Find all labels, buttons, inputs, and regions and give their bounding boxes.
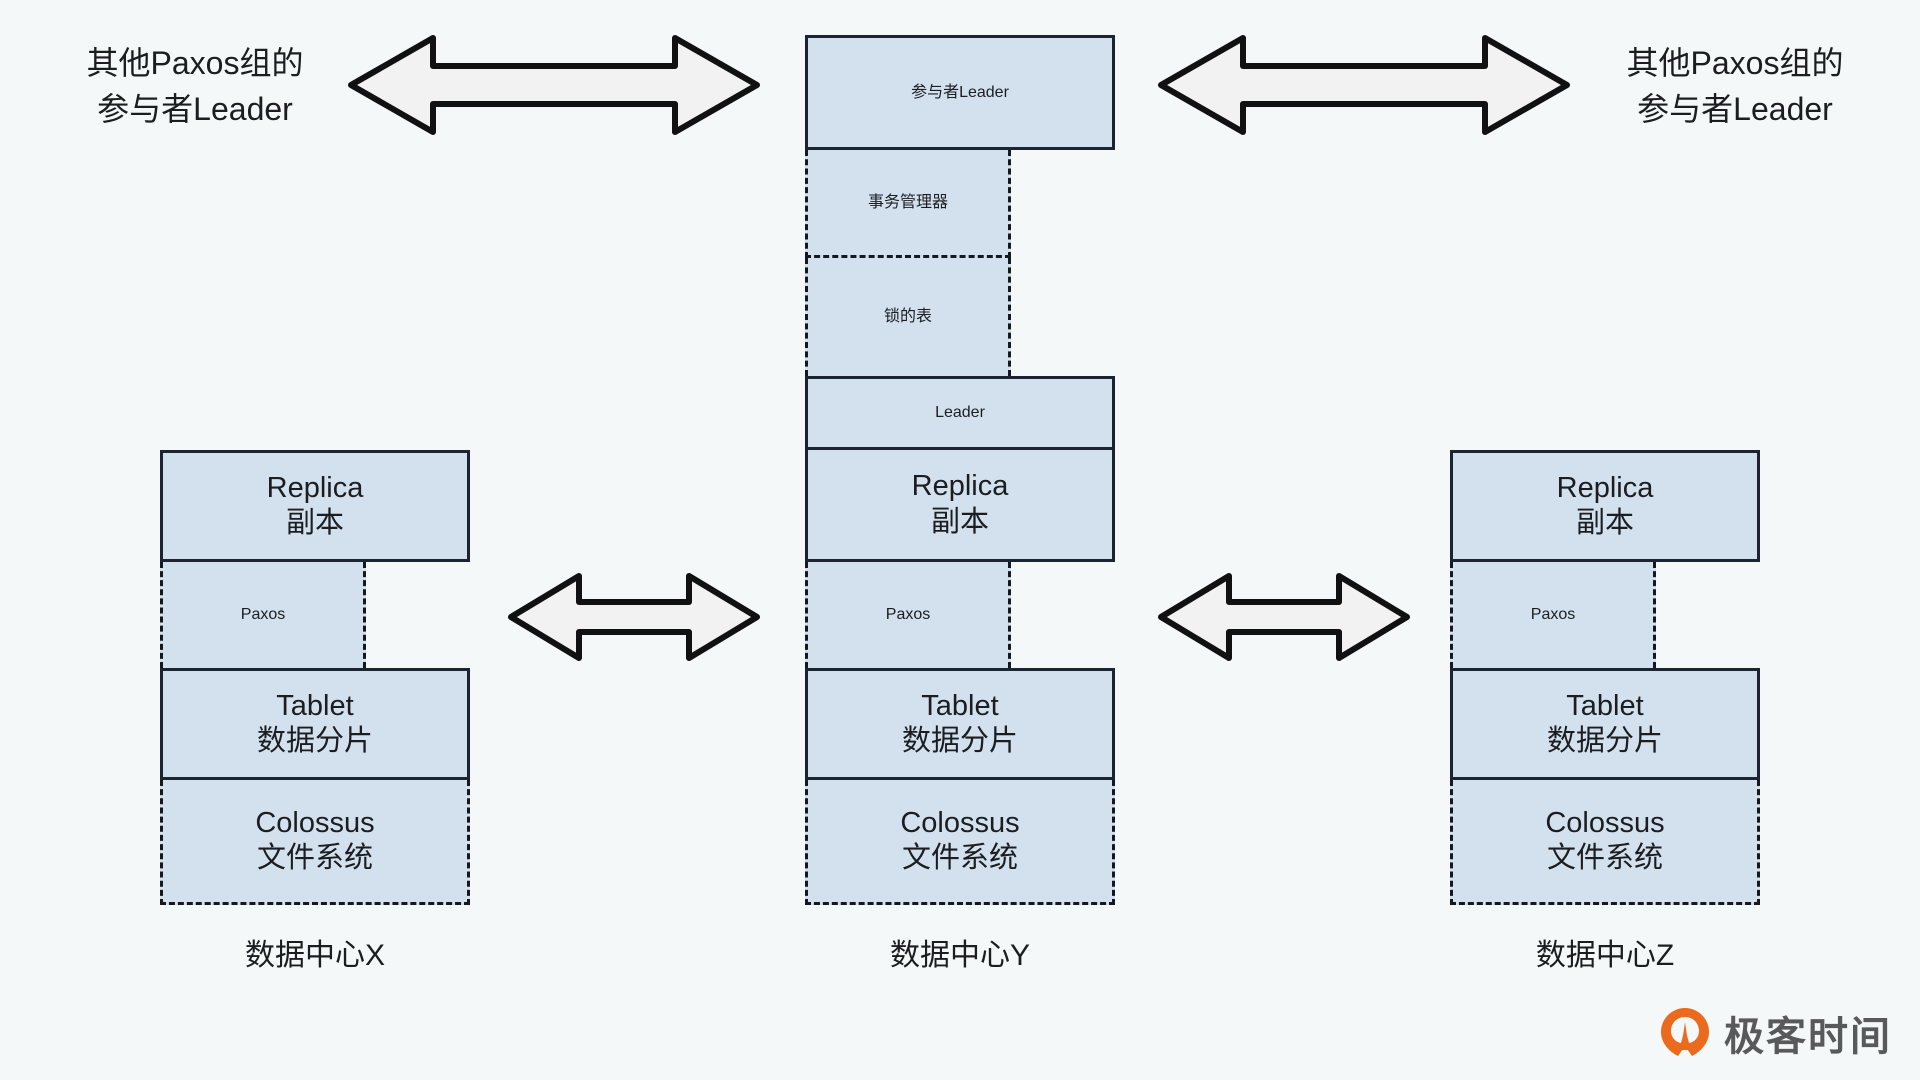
caption-datacenter-x: 数据中心X: [244, 939, 385, 972]
arrow-mid-left: [505, 568, 763, 666]
box-y-leader-label: Leader: [935, 404, 985, 422]
box-y-transaction-manager[interactable]: 事务管理器: [805, 150, 1011, 258]
arrow-top-left: [345, 30, 763, 140]
box-x-colossus-line2: 文件系统: [256, 842, 373, 874]
side-label-right-line2: 参与者Leader: [1637, 91, 1833, 128]
box-z-paxos[interactable]: Paxos: [1450, 562, 1656, 668]
box-y-transaction-manager-label: 事务管理器: [867, 193, 948, 211]
geektime-mark-icon: [1658, 1006, 1712, 1060]
side-label-left-line1: 其他Paxos组的: [86, 45, 304, 81]
box-y-colossus[interactable]: Colossus 文件系统: [805, 780, 1115, 905]
caption-datacenter-y: 数据中心Y: [889, 939, 1030, 972]
geektime-logo: 极客时间: [1658, 1004, 1892, 1062]
geektime-wordmark: 极客时间: [1724, 1014, 1892, 1060]
box-y-replica-line1: Replica: [911, 470, 1009, 503]
side-label-right: 其他Paxos组的 参与者Leader: [1570, 40, 1900, 133]
box-y-leader[interactable]: Leader: [805, 376, 1115, 450]
box-y-replica-line2: 副本: [930, 505, 989, 538]
caption-datacenter-z: 数据中心Z: [1535, 939, 1675, 972]
box-y-lock-table[interactable]: 锁的表: [805, 258, 1011, 376]
box-y-paxos-label: Paxos: [885, 606, 931, 624]
box-y-tablet-line1: Tablet: [921, 689, 999, 722]
box-y-colossus-line2: 文件系统: [901, 842, 1018, 874]
box-z-colossus-line2: 文件系统: [1546, 842, 1663, 874]
box-z-colossus[interactable]: Colossus 文件系统: [1450, 780, 1760, 905]
box-z-tablet-line1: Tablet: [1566, 689, 1644, 722]
box-x-replica-line2: 副本: [285, 507, 344, 539]
box-z-replica-line1: Replica: [1556, 471, 1654, 504]
box-y-tablet[interactable]: Tablet 数据分片: [805, 668, 1115, 780]
box-y-replica[interactable]: Replica 副本: [805, 450, 1115, 562]
box-y-participant-leader-label: 参与者Leader: [911, 83, 1009, 101]
box-z-replica-line2: 副本: [1575, 507, 1634, 539]
box-z-colossus-line1: Colossus: [1545, 806, 1665, 839]
box-x-colossus[interactable]: Colossus 文件系统: [160, 780, 470, 905]
box-y-colossus-line1: Colossus: [900, 806, 1020, 839]
box-x-replica-line1: Replica: [266, 471, 364, 504]
box-x-tablet[interactable]: Tablet 数据分片: [160, 668, 470, 780]
box-y-participant-leader[interactable]: 参与者Leader: [805, 35, 1115, 150]
box-z-paxos-label: Paxos: [1530, 606, 1576, 624]
box-y-lock-table-label: 锁的表: [883, 308, 932, 326]
box-x-replica[interactable]: Replica 副本: [160, 450, 470, 562]
box-y-tablet-line2: 数据分片: [901, 725, 1018, 757]
box-y-paxos[interactable]: Paxos: [805, 562, 1011, 668]
box-z-tablet[interactable]: Tablet 数据分片: [1450, 668, 1760, 780]
box-x-tablet-line2: 数据分片: [256, 725, 373, 757]
side-label-right-line1: 其他Paxos组的: [1626, 45, 1844, 81]
box-x-colossus-line1: Colossus: [255, 806, 375, 839]
side-label-left-line2: 参与者Leader: [97, 91, 293, 128]
box-z-tablet-line2: 数据分片: [1546, 725, 1663, 757]
box-z-replica[interactable]: Replica 副本: [1450, 450, 1760, 562]
box-x-paxos-label: Paxos: [240, 606, 286, 624]
arrow-mid-right: [1155, 568, 1413, 666]
side-label-left: 其他Paxos组的 参与者Leader: [30, 40, 360, 133]
arrow-top-right: [1155, 30, 1573, 140]
box-x-tablet-line1: Tablet: [276, 689, 354, 722]
box-x-paxos[interactable]: Paxos: [160, 562, 366, 668]
